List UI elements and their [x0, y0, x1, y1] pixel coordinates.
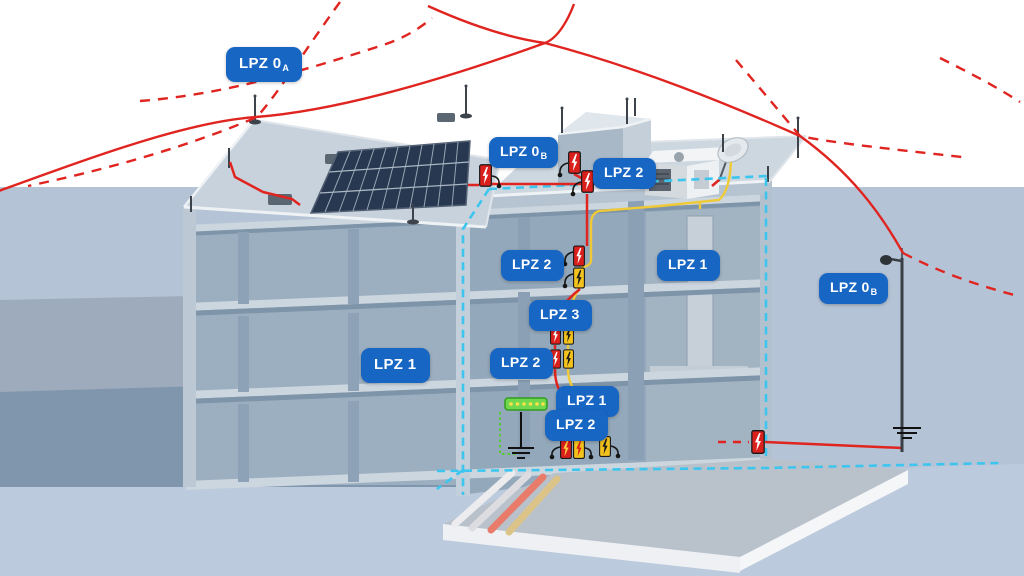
spd-data-icon [573, 438, 585, 459]
lamp-head-icon [880, 255, 892, 265]
lpz-label-2-floor2: LPZ 2 [501, 250, 564, 281]
lpz-label-0b-roof: LPZ 0B [489, 137, 559, 168]
bonding-system [499, 397, 548, 459]
lpz-label-0a: LPZ 0A [226, 47, 303, 82]
lpz-label-2-roof: LPZ 2 [593, 158, 656, 189]
spd-power-icon [573, 245, 585, 267]
service-pipes [451, 469, 561, 536]
spd-power-icon [568, 151, 581, 174]
spd-power-icon [479, 164, 492, 187]
lpz-label-1-floor2: LPZ 1 [657, 250, 720, 281]
equipotential-bonding-bar [504, 397, 548, 411]
lpz-label-2-floor1: LPZ 2 [490, 348, 553, 379]
lpz-label-1-left: LPZ 1 [361, 348, 431, 383]
satellite-dish-icon [717, 137, 749, 182]
spd-power-icon [751, 430, 765, 454]
lpz1-boundary-dashed [436, 174, 1001, 495]
spd-data-icon [573, 267, 585, 289]
lpz-label-2-entry: LPZ 2 [545, 410, 608, 441]
spd-power-icon [581, 170, 594, 193]
spd-power-type1-icon [560, 438, 572, 459]
earth-ground-icon [893, 427, 921, 439]
lpz-label-3: LPZ 3 [529, 300, 592, 331]
spd-data-icon [563, 349, 574, 369]
street-lamp [880, 248, 921, 452]
solar-panel-array [309, 140, 471, 214]
earth-ground-icon [508, 412, 534, 459]
air-terminal-rods [190, 84, 800, 225]
lpz-label-0b-field: LPZ 0B [819, 273, 889, 304]
rolling-sphere-arcs [0, 1, 1021, 298]
spd-connection-hooks [491, 162, 621, 460]
foundation-slab [443, 459, 908, 573]
hvac-unit [645, 147, 725, 199]
